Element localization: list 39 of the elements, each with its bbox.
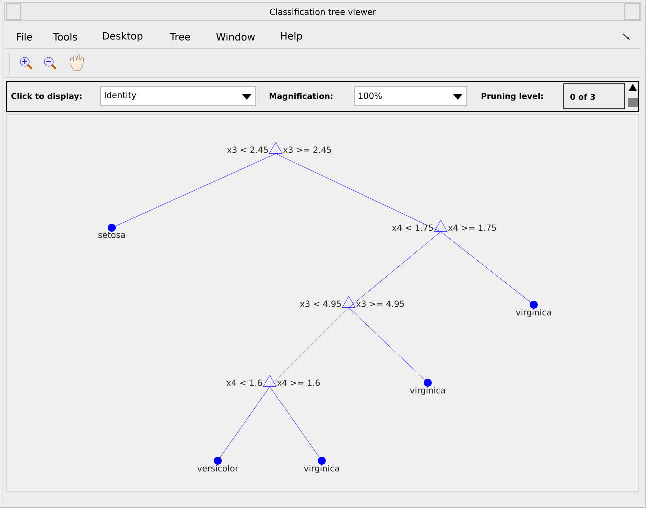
leaf-label: virginica	[304, 465, 340, 474]
branch-line	[440, 232, 531, 303]
split-triangle	[342, 296, 356, 308]
leaf-label: setosa	[98, 232, 126, 238]
split-condition: x3 >= 4.95	[356, 300, 404, 308]
leaf-dot	[214, 457, 222, 465]
split-triangle	[263, 375, 277, 387]
split-condition: x3 < 2.45	[227, 146, 268, 154]
split-condition: x4 < 1.6	[226, 380, 262, 386]
dropdown: 100%	[354, 86, 468, 106]
branch-line	[116, 154, 276, 226]
menu-item: Tree	[170, 33, 190, 41]
branch-line	[348, 308, 426, 380]
leaf-dot	[318, 457, 326, 465]
split-condition: x3 >= 2.45	[283, 146, 332, 154]
leaf-dot	[424, 379, 432, 387]
menu-item: Help	[281, 32, 302, 42]
leaf-label: virginica	[516, 309, 552, 318]
split-condition: x4 >= 1.75	[448, 224, 496, 232]
branch-line	[276, 154, 442, 232]
branch-line	[270, 386, 320, 458]
menu-item: Desktop	[103, 32, 143, 42]
branch-line	[348, 232, 442, 308]
split-condition: x3 < 4.95	[300, 300, 342, 308]
split-triangle	[434, 220, 448, 232]
leaf-dot	[530, 301, 538, 309]
split-condition: x4 < 1.75	[392, 224, 434, 232]
branch-line	[270, 308, 350, 388]
branch-line	[220, 386, 270, 458]
leaf-label: virginica	[410, 387, 446, 396]
menu-item: Tools	[53, 33, 78, 41]
menu-item: File	[17, 33, 32, 41]
leaf-label: versicolor	[198, 465, 239, 472]
menu-item: Window	[216, 33, 256, 41]
window-title: Classification tree viewer	[270, 8, 376, 16]
split-triangle	[269, 142, 283, 154]
split-condition: x4 >= 1.6	[277, 380, 320, 386]
leaf-dot	[108, 224, 116, 232]
dropdown: Identity	[100, 86, 256, 106]
